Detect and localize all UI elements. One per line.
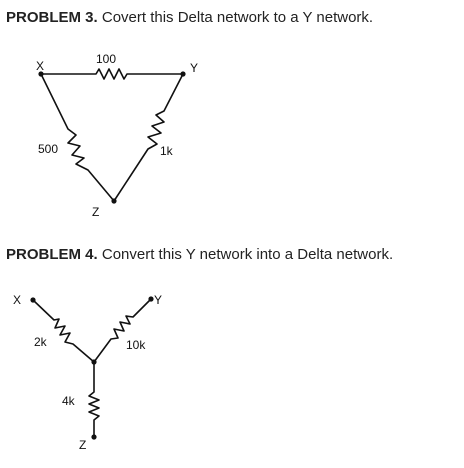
delta-right-branch xyxy=(113,73,184,202)
problem-4-text: Convert this Y network into a Delta netw… xyxy=(97,246,394,263)
y-label-x: X xyxy=(13,293,21,307)
y-node-z xyxy=(91,434,97,440)
delta-node-z xyxy=(111,198,117,204)
problem-4-number: PROBLEM 4. xyxy=(6,246,98,263)
y-label-z: Z xyxy=(79,438,86,452)
resistor-label-4k: 4k xyxy=(62,394,76,408)
resistor-label-1k: 1k xyxy=(160,144,174,158)
delta-top-branch xyxy=(40,68,184,80)
y-node-center xyxy=(91,359,97,365)
resistor-label-10k: 10k xyxy=(126,338,146,352)
delta-label-y: Y xyxy=(190,61,198,75)
delta-left-branch xyxy=(40,73,115,202)
delta-node-y xyxy=(180,71,186,77)
resistor-label-2k: 2k xyxy=(34,335,48,349)
problem-3-heading: PROBLEM 3. Covert this Delta network to … xyxy=(6,9,373,27)
y-node-y xyxy=(148,296,154,302)
delta-network-diagram: X Y Z 100 500 1k xyxy=(36,52,198,219)
delta-label-x: X xyxy=(36,59,44,73)
problem-3-number: PROBLEM 3. xyxy=(6,9,98,26)
problem-4-heading: PROBLEM 4. Convert this Y network into a… xyxy=(6,246,393,264)
resistor-label-500: 500 xyxy=(38,142,58,156)
y-label-y: Y xyxy=(154,293,162,307)
delta-label-z: Z xyxy=(92,205,99,219)
delta-node-x xyxy=(38,71,44,77)
y-right-arm xyxy=(93,298,152,363)
resistor-label-100: 100 xyxy=(96,52,116,66)
problem-3-text: Covert this Delta network to a Y network… xyxy=(97,9,374,26)
y-bottom-arm xyxy=(88,361,100,438)
y-left-arm xyxy=(32,299,95,363)
y-node-x xyxy=(30,297,36,303)
